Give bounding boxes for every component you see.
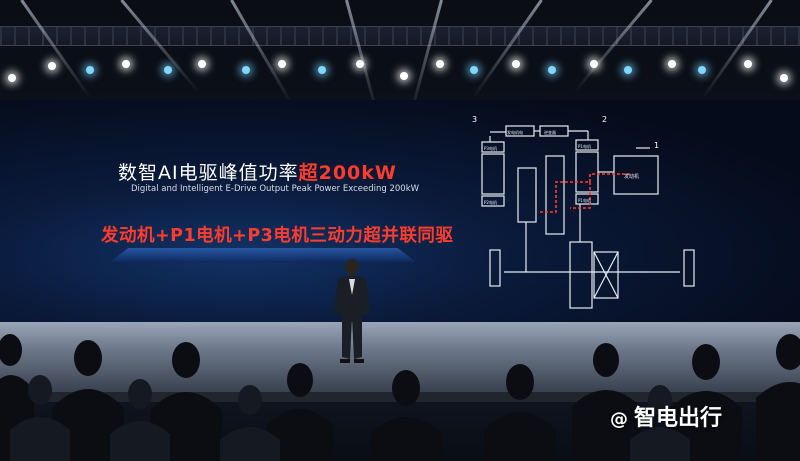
- audience-head: [692, 344, 720, 380]
- display-platform: [110, 248, 416, 262]
- spotlight: [198, 60, 206, 68]
- diagram-label-3: 3: [472, 115, 477, 124]
- audience-head: [0, 334, 22, 366]
- presenter-head: [345, 259, 359, 275]
- diagram-engine-label: 发动机: [624, 173, 639, 180]
- watermark-at: @: [610, 409, 628, 430]
- diagram-differential: [593, 251, 619, 299]
- audience-body: [572, 390, 640, 461]
- spotlight: [122, 60, 130, 68]
- diagram-gear-center: [545, 155, 565, 235]
- spotlight: [590, 60, 598, 68]
- diagram-gear-left: [517, 167, 537, 223]
- audience: [0, 334, 800, 461]
- presentation-screen: [0, 100, 800, 322]
- audience-body: [630, 427, 690, 461]
- diagram-p3-label: P3电机: [484, 145, 497, 151]
- light-beam: [471, 0, 543, 100]
- spotlight: [436, 60, 444, 68]
- spotlight: [164, 66, 172, 74]
- audience-body: [220, 427, 280, 461]
- diagram-p1-top: [575, 139, 599, 151]
- audience-head: [648, 385, 672, 415]
- powertrain-diagram: 3 2 1 发动机 P3电机 P2电机 P1电机 P1电机 发电机电 逆变器: [472, 115, 695, 309]
- audience-head: [74, 340, 102, 376]
- spotlight: [624, 66, 632, 74]
- watermark-brand: 智电出行: [634, 406, 723, 431]
- presenter-shoe: [354, 359, 364, 363]
- watermark: @ 智电出行: [610, 400, 722, 432]
- diagram-shaft: [569, 241, 593, 309]
- audience-head: [128, 379, 152, 409]
- audience-head: [172, 342, 200, 378]
- presenter-shirt: [349, 279, 355, 295]
- audience-body: [10, 417, 70, 461]
- spotlight: [318, 66, 326, 74]
- presenter-shoe: [340, 359, 350, 363]
- audience-head: [506, 364, 534, 400]
- presenter: [334, 259, 370, 363]
- spotlight: [698, 66, 706, 74]
- audience-body: [266, 409, 334, 461]
- spotlight: [48, 62, 56, 70]
- presenter-suit: [334, 276, 370, 359]
- light-beam: [20, 0, 92, 100]
- spotlight: [744, 60, 752, 68]
- diagram-box-b-label: 逆变器: [544, 129, 556, 135]
- spotlight: [548, 66, 556, 74]
- diagram-energy-flow: [540, 173, 630, 213]
- spotlight: [356, 60, 364, 68]
- diagram-label-1: 1: [654, 141, 659, 150]
- diagram-p1-bottom: [575, 193, 599, 205]
- slide-title-main: 数智AI电驱峰值功率: [118, 162, 299, 184]
- spotlight: [400, 72, 408, 80]
- light-beam: [701, 0, 773, 100]
- diagram-energy-flow: [570, 182, 591, 209]
- diagram-p3-body: [481, 153, 505, 195]
- lighting-truss: [0, 26, 800, 46]
- spotlight: [86, 66, 94, 74]
- diagram-wheel-right: [683, 249, 695, 287]
- diagram-p1-body: [575, 151, 599, 193]
- spotlight: [668, 60, 676, 68]
- light-beam: [120, 0, 200, 93]
- diagram-engine: [613, 155, 659, 195]
- slide-subtitle: Digital and Intelligent E-Drive Output P…: [131, 184, 420, 194]
- spotlight: [242, 66, 250, 74]
- light-beam: [573, 0, 653, 93]
- audience-body: [484, 412, 556, 461]
- audience-head: [287, 363, 313, 397]
- diagram-label-2: 2: [602, 115, 607, 124]
- spotlight: [278, 60, 286, 68]
- spotlight: [512, 60, 520, 68]
- audience-head: [776, 334, 800, 370]
- diagram-box-a-label: 发电机电: [507, 129, 523, 135]
- light-beam: [345, 0, 380, 117]
- diagram-p2-label: P2电机: [484, 199, 497, 205]
- light-beam: [408, 0, 443, 117]
- audience-head: [28, 375, 52, 405]
- diagram-p3-top: [481, 141, 505, 153]
- audience-body: [110, 421, 170, 461]
- spotlight: [470, 66, 478, 74]
- slide-title: 数智AI电驱峰值功率超200kW: [118, 158, 397, 185]
- slide-tagline: 发动机+P1电机+P3电机三动力超并联同驱: [101, 226, 454, 246]
- diagram-p1-label: P1电机: [578, 143, 591, 149]
- audience-head: [238, 385, 262, 415]
- spotlight: [780, 74, 788, 82]
- audience-head: [392, 370, 420, 406]
- spotlight: [8, 74, 16, 82]
- diagram-p3-bottom: [481, 195, 505, 207]
- diagram-wire: [593, 251, 619, 299]
- audience-head: [593, 343, 619, 377]
- diagram-wheel-left: [489, 249, 501, 287]
- audience-body: [370, 417, 442, 461]
- light-beam: [230, 0, 293, 105]
- diagram-p1-bottom-label: P1电机: [578, 197, 591, 203]
- slide-title-accent: 超200kW: [298, 162, 397, 184]
- audience-body: [756, 382, 800, 461]
